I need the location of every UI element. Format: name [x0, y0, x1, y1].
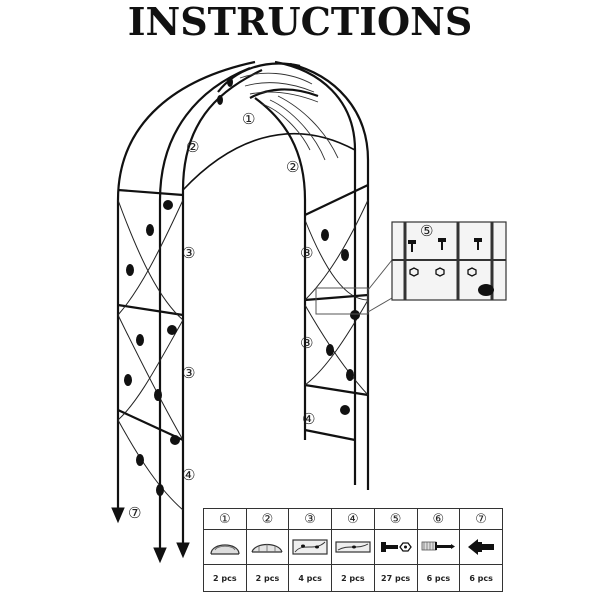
callout-part-3-left-top: ③: [182, 244, 195, 262]
callout-part-3-right-top: ③: [300, 244, 313, 262]
part-picture-cell: [331, 529, 375, 565]
part-picture-cell: [459, 529, 503, 565]
callout-part-2-right: ②: [286, 158, 299, 176]
zoom-detail: [391, 221, 507, 301]
parts-picture-row: [203, 529, 503, 565]
part-qty-cell: 2 pcs: [245, 564, 290, 592]
parts-number-row: ① ② ③ ④ ⑤ ⑥ ⑦: [203, 508, 503, 530]
part-picture-cell: [203, 529, 247, 565]
left-inner-post: [181, 69, 263, 545]
screw-anchor-icon: [421, 541, 456, 551]
callout-part-4-left: ④: [182, 466, 195, 484]
part-picture-cell: [416, 529, 461, 565]
part-qty-cell: 2 pcs: [203, 564, 247, 592]
callout-part-5: ⑤: [420, 222, 433, 240]
part-number-cell: ③: [288, 508, 332, 530]
part-qty-cell: 27 pcs: [373, 564, 418, 592]
callout-part-3-left-bottom: ③: [182, 364, 195, 382]
part-qty-cell: 6 pcs: [459, 564, 503, 592]
part-number-cell: ①: [203, 508, 247, 530]
parts-quantity-row: 2 pcs 2 pcs 4 pcs 2 pcs 27 pcs 6 pcs 6 p…: [203, 564, 503, 592]
right-outer-post: [274, 60, 357, 485]
side-panel-icon: [292, 539, 328, 555]
part-qty-cell: 6 pcs: [416, 564, 461, 592]
arch-side-piece-icon: [251, 543, 284, 553]
callout-part-3-right-bottom: ③: [300, 334, 313, 352]
left-back-post: [158, 66, 251, 550]
callout-part-1: ①: [242, 110, 255, 128]
left-outer-post: [116, 60, 256, 510]
bolt-nut-icon: [380, 542, 412, 552]
right-inner-post: [254, 97, 307, 440]
callout-part-4-right: ④: [302, 410, 315, 428]
part-number-cell: ⑦: [459, 508, 503, 530]
part-number-cell: ⑤: [373, 508, 418, 530]
right-back-post: [289, 62, 370, 490]
part-qty-cell: 4 pcs: [288, 564, 332, 592]
part-qty-cell: 2 pcs: [331, 564, 375, 592]
part-number-cell: ⑥: [416, 508, 461, 530]
parts-table: ① ② ③ ④ ⑤ ⑥ ⑦: [203, 508, 503, 592]
ground-stake-icon: [468, 539, 495, 555]
part-picture-cell: [373, 529, 418, 565]
bottom-panel-icon: [335, 541, 371, 553]
part-picture-cell: [245, 529, 290, 565]
callout-part-2-left: ②: [186, 138, 199, 156]
part-number-cell: ②: [245, 508, 290, 530]
page-title: INSTRUCTIONS: [127, 0, 473, 44]
top-arch-piece-icon: [210, 544, 240, 555]
callout-part-7: ⑦: [128, 504, 141, 522]
part-picture-cell: [288, 529, 332, 565]
part-number-cell: ④: [331, 508, 375, 530]
